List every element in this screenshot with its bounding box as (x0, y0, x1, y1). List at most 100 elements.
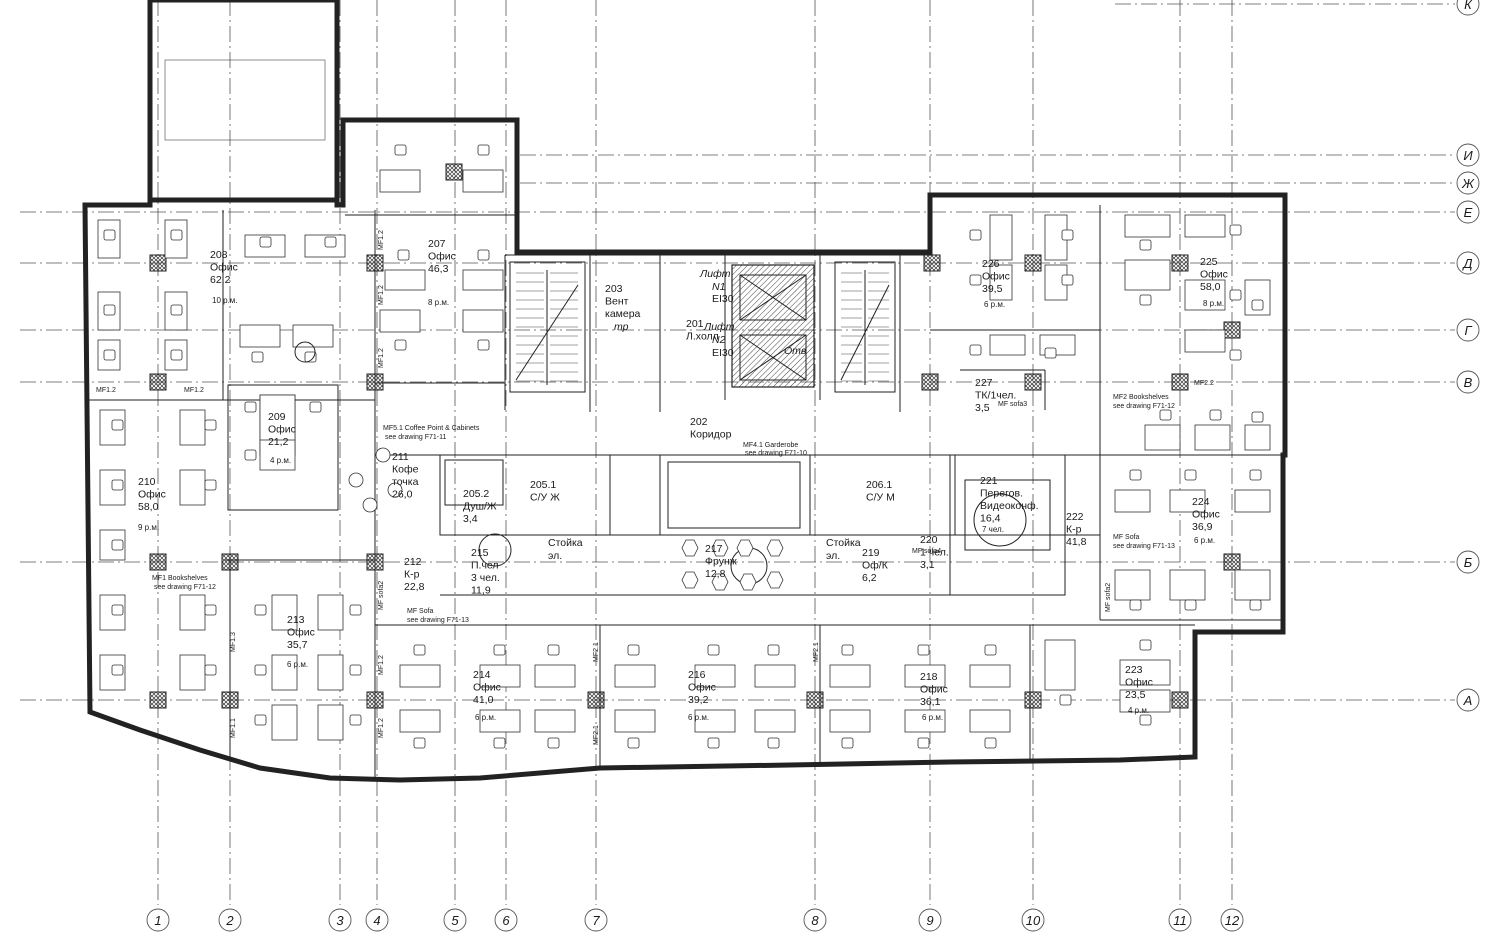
desk (989, 214, 1013, 261)
shaft-label: Отв (784, 345, 807, 357)
room-label-220-line-2: 3,1 (920, 559, 935, 571)
axis-label-v-11: 11 (1173, 913, 1187, 928)
room-label-216-line-2: 39,2 (688, 694, 709, 706)
desk (904, 709, 946, 733)
lounge-chair (711, 539, 729, 557)
room-label-219-line-2: 6,2 (862, 572, 877, 584)
round-table (973, 493, 1027, 547)
room-label-211-line-2: точка (392, 476, 419, 488)
desk (1144, 424, 1181, 451)
desk (379, 169, 421, 193)
column (1171, 373, 1189, 391)
desk (754, 664, 796, 688)
room-label-217-line-1: Фрунж (705, 556, 737, 568)
desk (399, 709, 441, 733)
room-label-222-line-1: К-р (1066, 524, 1082, 536)
desk (829, 664, 871, 688)
room-label-226-line-1: Офис (982, 271, 1010, 283)
room-label-225-line-1: Офис (1200, 269, 1228, 281)
chair (1139, 294, 1152, 306)
lift-title: Лифт (699, 268, 731, 280)
desk (969, 709, 1011, 733)
mf12-label-b: MF1.2 (184, 387, 204, 394)
axis-bubble-v-2 (218, 908, 242, 932)
mf21-label-b: MF2.1 (593, 725, 600, 745)
note-mf2-bookshelves: MF2 Bookshelves (1113, 394, 1169, 401)
room-label-2061-line-1: С/У М (866, 492, 895, 504)
desk (1124, 259, 1171, 291)
stair-and-lift-core (509, 261, 896, 393)
chair (244, 449, 257, 461)
column (1171, 254, 1189, 272)
column (221, 691, 239, 709)
desk (989, 334, 1026, 356)
axis-bubble-h-И (1456, 143, 1480, 167)
room-label-207-line-1: Офис (428, 251, 456, 263)
room-label-223-line-2: 23,5 (1125, 689, 1146, 701)
room-label-216-line-1: Офис (688, 682, 716, 694)
desk (754, 709, 796, 733)
axis-label-v-2: 2 (225, 913, 234, 928)
room-label-210-line-1: Офис (138, 489, 166, 501)
axis-label-v-4: 4 (373, 913, 380, 928)
chair (111, 604, 124, 616)
axis-bubble-v-8 (803, 908, 827, 932)
chair (969, 274, 982, 286)
mf12-label-e: MF1.2 (378, 348, 385, 368)
room-label-209-line-2: 21,2 (268, 436, 289, 448)
stool (375, 447, 391, 463)
desk (1184, 214, 1226, 238)
interior-walls (85, 205, 1285, 780)
seat-count-225: 8 р.м. (1203, 299, 1224, 308)
column (366, 691, 384, 709)
desk (614, 664, 656, 688)
lounge-chair (736, 539, 754, 557)
chair (1229, 289, 1242, 301)
chair (349, 714, 362, 726)
room-label-221-line-2: Видеоконф. (980, 500, 1039, 512)
room-label-213-line-2: 35,7 (287, 639, 308, 651)
mf22-label: MF2.2 (1194, 380, 1214, 387)
axis-bubble-v-12 (1220, 908, 1244, 932)
column (1171, 691, 1189, 709)
seat-count-218: 6 р.м. (922, 713, 943, 722)
column (149, 254, 167, 272)
chair (103, 229, 116, 241)
chair (170, 304, 183, 316)
chair (1059, 694, 1072, 706)
chair (1061, 274, 1074, 286)
seat-count-221: 7 чел. (982, 525, 1004, 534)
round-table (294, 341, 316, 363)
axis-label-v-1: 1 (154, 913, 161, 928)
chair (707, 737, 720, 749)
desk (1169, 489, 1206, 513)
desk (989, 264, 1013, 301)
chair (111, 419, 124, 431)
desk (179, 469, 206, 506)
desk (317, 654, 344, 691)
room-label-220-line-1: 1 чел. (920, 547, 949, 559)
desk (1184, 329, 1226, 353)
chair (204, 479, 217, 491)
desk (969, 664, 1011, 688)
lounge-chair (681, 571, 699, 589)
desk (379, 309, 421, 333)
chair (984, 737, 997, 749)
room-label-212-line-2: 22,8 (404, 581, 425, 593)
seat-count-213: 6 р.м. (287, 660, 308, 669)
note-mf51: MF5.1 Coffee Point & Cabinets (383, 425, 480, 432)
axis-bubble-v-6 (494, 908, 518, 932)
desk (534, 709, 576, 733)
room-label-212-line-0: 212 (404, 556, 422, 568)
lift-1-label: N1 (712, 281, 725, 293)
room-label-216-line-0: 216 (688, 669, 706, 681)
seat-count-214: 6 р.м. (475, 713, 496, 722)
axis-bubble-v-10 (1021, 908, 1045, 932)
chair (1229, 349, 1242, 361)
axis-label-h-Д: Д (1461, 256, 1472, 271)
axis-bubble-h-В (1456, 370, 1480, 394)
column (1024, 691, 1042, 709)
room-label-215-line-3: 11,9 (471, 585, 491, 597)
mf21-label-c: MF2.1 (813, 642, 820, 662)
room-label-201-line-0: 201 (686, 318, 704, 330)
